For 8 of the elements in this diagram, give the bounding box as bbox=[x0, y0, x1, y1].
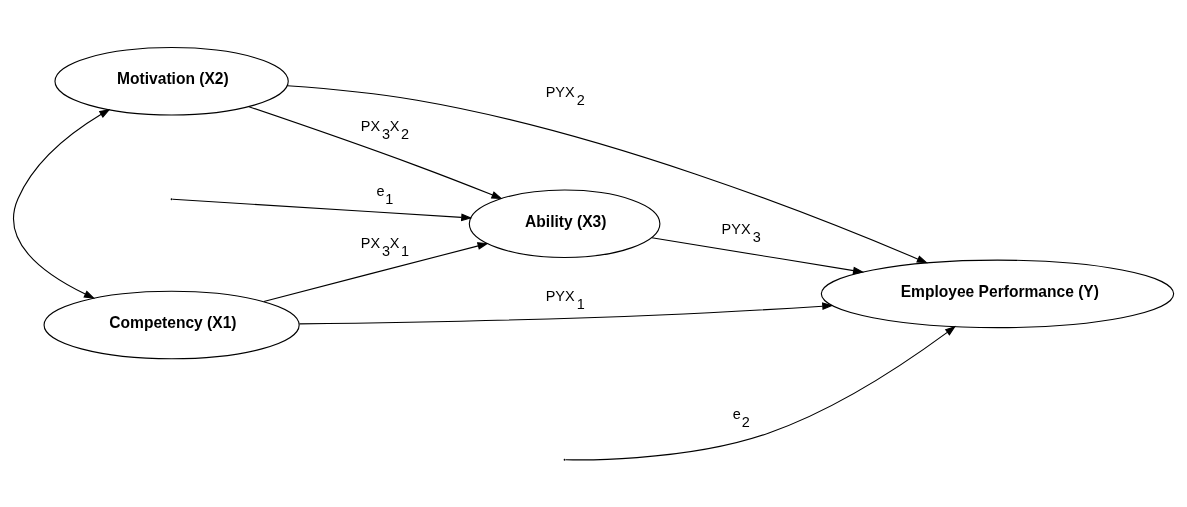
arrow bbox=[565, 325, 957, 460]
arrow bbox=[172, 198, 473, 221]
arrow bbox=[12, 108, 111, 299]
arrow bbox=[286, 84, 928, 263]
arrow bbox=[248, 105, 503, 199]
arrow bbox=[651, 236, 865, 274]
arrow bbox=[298, 301, 834, 324]
arrow bbox=[263, 241, 489, 302]
